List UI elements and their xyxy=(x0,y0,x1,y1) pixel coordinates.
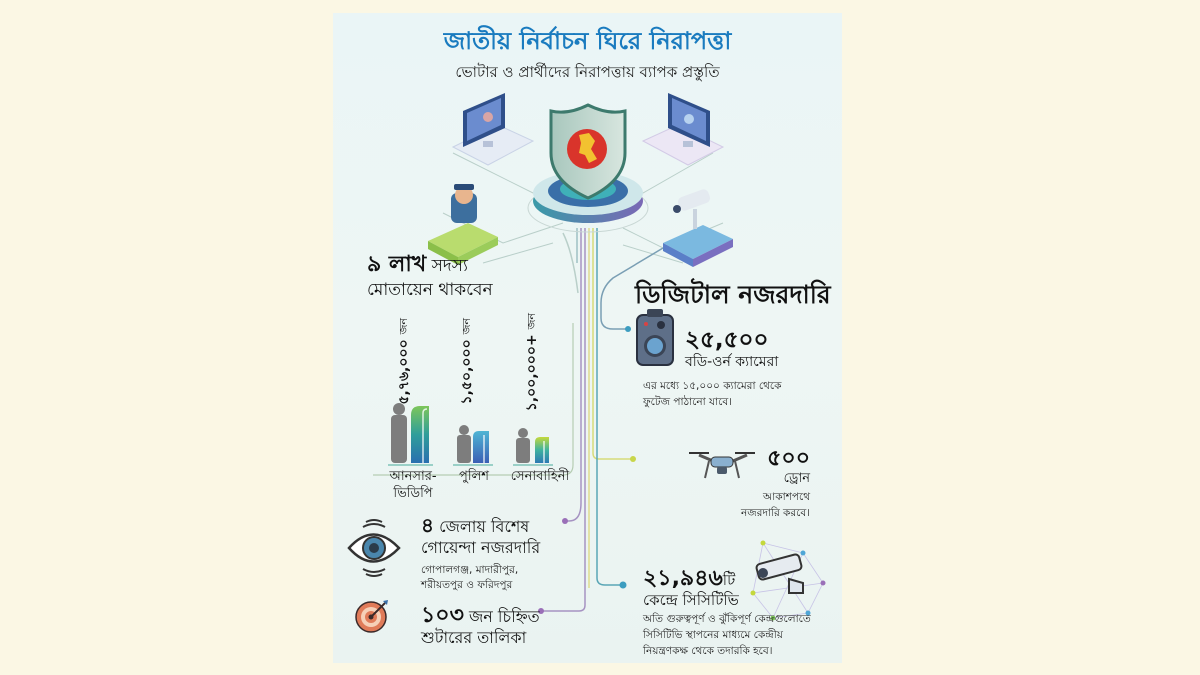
cctv-number: ২১,৯৪৬টি xyxy=(643,566,736,591)
target-icon-graphic xyxy=(355,600,388,633)
body-cam-label: বডি-ওর্ন ক্যামেরা xyxy=(685,354,779,370)
drone-note: আকাশপথে নজরদারি করবে। xyxy=(740,491,810,519)
intelligence-districts: গোপালগঞ্জ, মাদারীপুর, শরীয়তপুর ও ফরিদপু… xyxy=(421,564,519,591)
infographic-panel: জাতীয় নির্বাচন ঘিরে নিরাপত্তা ভোটার ও প… xyxy=(333,13,842,663)
forces-headline-line2: মোতায়েন থাকবেন xyxy=(367,280,493,300)
forces-bar-chart xyxy=(388,403,553,466)
bar-value-army: ১,০০,০০০+ জন xyxy=(524,313,540,412)
body-cam-number: ২৫,৫০০ xyxy=(685,327,769,353)
cctv-platform-graphic xyxy=(663,189,733,267)
cctv-note: অতি গুরুত্বপূর্ণ ও ঝুঁকিপূর্ণ কেন্দ্রগুল… xyxy=(643,613,811,657)
forces-headline: ৯ লাখ সদস্য মোতায়েন থাকবেন xyxy=(367,253,493,302)
bar-value-ansar: ৫,৭৬,০০০ জন xyxy=(396,318,412,405)
bar-label-police: পুলিশ xyxy=(459,469,489,484)
illustration-graphics xyxy=(347,93,826,633)
intelligence-title: ৪ জেলায় বিশেষ গোয়েন্দা নজরদারি xyxy=(421,513,541,558)
bar-value-police: ১,৫০,০০০ জন xyxy=(459,318,475,405)
eye-icon-graphic xyxy=(347,519,401,577)
shield-graphic xyxy=(549,103,627,200)
forces-total-unit: সদস্য xyxy=(431,256,468,276)
police-platform-graphic xyxy=(428,184,498,265)
body-camera-graphic xyxy=(636,309,674,366)
cctv-network-graphic xyxy=(750,540,826,621)
drone-number: ৫০০ xyxy=(767,446,810,471)
body-cam-note: এর মধ্যে ১৫,০০০ ক্যামেরা থেকে ফুটেজ পাঠা… xyxy=(643,380,782,408)
page-subtitle: ভোটার ও প্রার্থীদের নিরাপত্তায় ব্যাপক প… xyxy=(455,63,720,81)
drone-label: ড্রোন xyxy=(783,471,810,486)
monitor-left-graphic xyxy=(451,93,535,166)
cctv-label: কেন্দ্রে সিসিটিভি xyxy=(643,591,739,609)
shooters-title: ১০৩ জন চিহ্নিত শুটারের তালিকা xyxy=(421,603,540,648)
page-title: জাতীয় নির্বাচন ঘিরে নিরাপত্তা xyxy=(443,27,732,55)
bar-label-army: সেনাবাহিনী xyxy=(510,469,570,484)
forces-total-number: ৯ লাখ xyxy=(367,252,427,277)
digital-surveillance-heading: ডিজিটাল নজরদারি xyxy=(635,280,831,309)
bar-label-ansar: আনসার- ভিডিপি xyxy=(389,469,437,501)
monitor-right-graphic xyxy=(641,93,725,166)
drone-graphic xyxy=(689,452,755,479)
